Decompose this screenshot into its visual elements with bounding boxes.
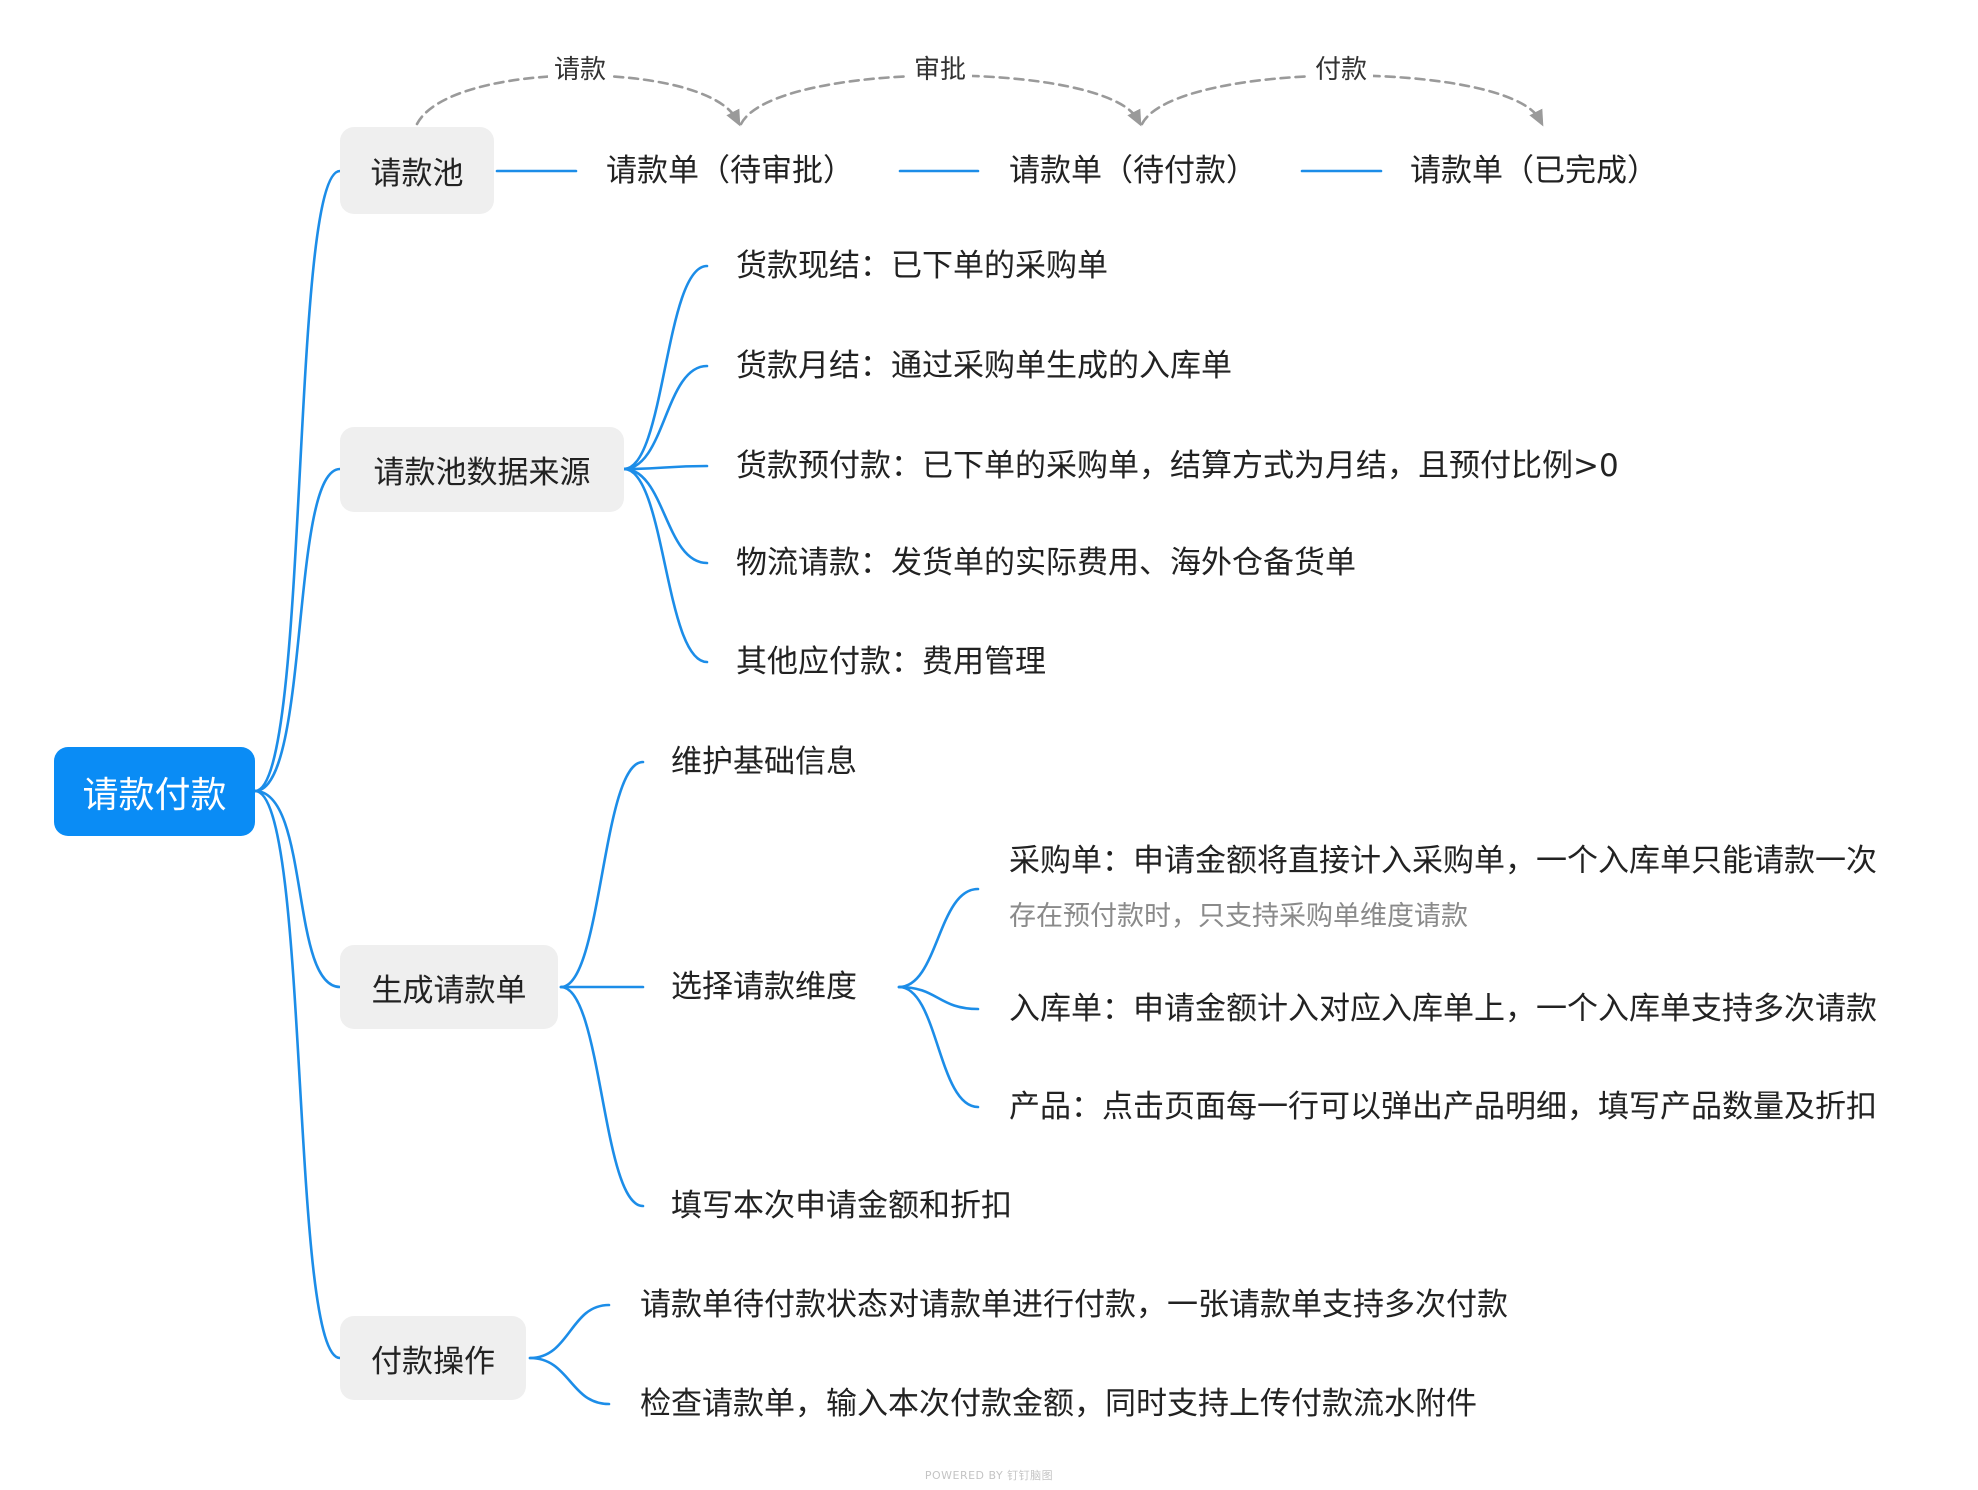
link-root-pool xyxy=(253,169,342,793)
payment-item[interactable]: 检查请款单，输入本次付款金额，同时支持上传付款流水附件 xyxy=(640,1386,1477,1422)
source-item[interactable]: 货款预付款：已下单的采购单，结算方式为月结，且预付比例>0 xyxy=(736,448,1619,484)
dimension-product[interactable]: 产品：点击页面每一行可以弹出产品明细，填写产品数量及折扣 xyxy=(1009,1089,1877,1125)
node-sources[interactable]: 请款池数据来源 xyxy=(340,427,624,512)
source-item[interactable]: 其他应付款：费用管理 xyxy=(736,644,1046,680)
node-create-label: 生成请款单 xyxy=(371,972,527,1009)
transition-label-request: 请款 xyxy=(547,54,613,86)
stage-pending-approval[interactable]: 请款单（待审批） xyxy=(606,153,854,189)
stage-pending-payment[interactable]: 请款单（待付款） xyxy=(1009,153,1257,189)
dimension-purchase-order-note: 存在预付款时，只支持采购单维度请款 xyxy=(1009,901,1468,932)
transition-label-approve: 审批 xyxy=(907,54,973,86)
root-node-label: 请款付款 xyxy=(82,774,227,816)
powered-by-footer: POWERED BY 钉钉脑图 xyxy=(924,1469,1054,1482)
transition-label-pay: 付款 xyxy=(1308,54,1374,86)
link-root-create xyxy=(253,789,342,989)
dimension-inbound-order[interactable]: 入库单：申请金额计入对应入库单上，一个入库单支持多次请款 xyxy=(1009,991,1877,1027)
link-sources-item-3 xyxy=(622,464,709,471)
node-pool[interactable]: 请款池 xyxy=(340,127,494,214)
source-item[interactable]: 货款月结：通过采购单生成的入库单 xyxy=(736,348,1232,384)
link-dimension-2 xyxy=(897,985,980,1011)
node-pool-label: 请款池 xyxy=(370,156,464,192)
stage-completed[interactable]: 请款单（已完成） xyxy=(1410,153,1658,189)
node-create[interactable]: 生成请款单 xyxy=(340,945,558,1029)
source-item[interactable]: 物流请款：发货单的实际费用、海外仓备货单 xyxy=(736,545,1356,581)
create-item-dimension[interactable]: 选择请款维度 xyxy=(671,969,857,1005)
link-payment-item-1 xyxy=(528,1303,611,1360)
link-root-sources xyxy=(253,467,342,793)
link-sources-item-5 xyxy=(622,467,709,664)
link-create-item-1 xyxy=(559,760,645,989)
link-sources-item-2 xyxy=(622,364,709,471)
payment-item[interactable]: 请款单待付款状态对请款单进行付款，一张请款单支持多次付款 xyxy=(640,1287,1508,1323)
node-payment[interactable]: 付款操作 xyxy=(340,1316,526,1400)
link-root-payment xyxy=(253,789,342,1360)
create-item-basic-info[interactable]: 维护基础信息 xyxy=(671,744,857,780)
dimension-purchase-order[interactable]: 采购单：申请金额将直接计入采购单，一个入库单只能请款一次 xyxy=(1009,843,1877,879)
link-sources-item-4 xyxy=(622,467,709,565)
node-payment-label: 付款操作 xyxy=(371,1343,495,1380)
link-dimension-1 xyxy=(897,887,980,989)
link-dimension-3 xyxy=(897,985,980,1109)
link-sources-item-1 xyxy=(622,264,709,471)
source-item[interactable]: 货款现结：已下单的采购单 xyxy=(736,248,1108,284)
node-sources-label: 请款池数据来源 xyxy=(373,455,591,491)
root-node[interactable]: 请款付款 xyxy=(54,747,255,836)
link-payment-item-2 xyxy=(528,1356,611,1406)
link-create-item-3 xyxy=(559,985,645,1208)
create-item-amount[interactable]: 填写本次申请金额和折扣 xyxy=(671,1188,1012,1224)
